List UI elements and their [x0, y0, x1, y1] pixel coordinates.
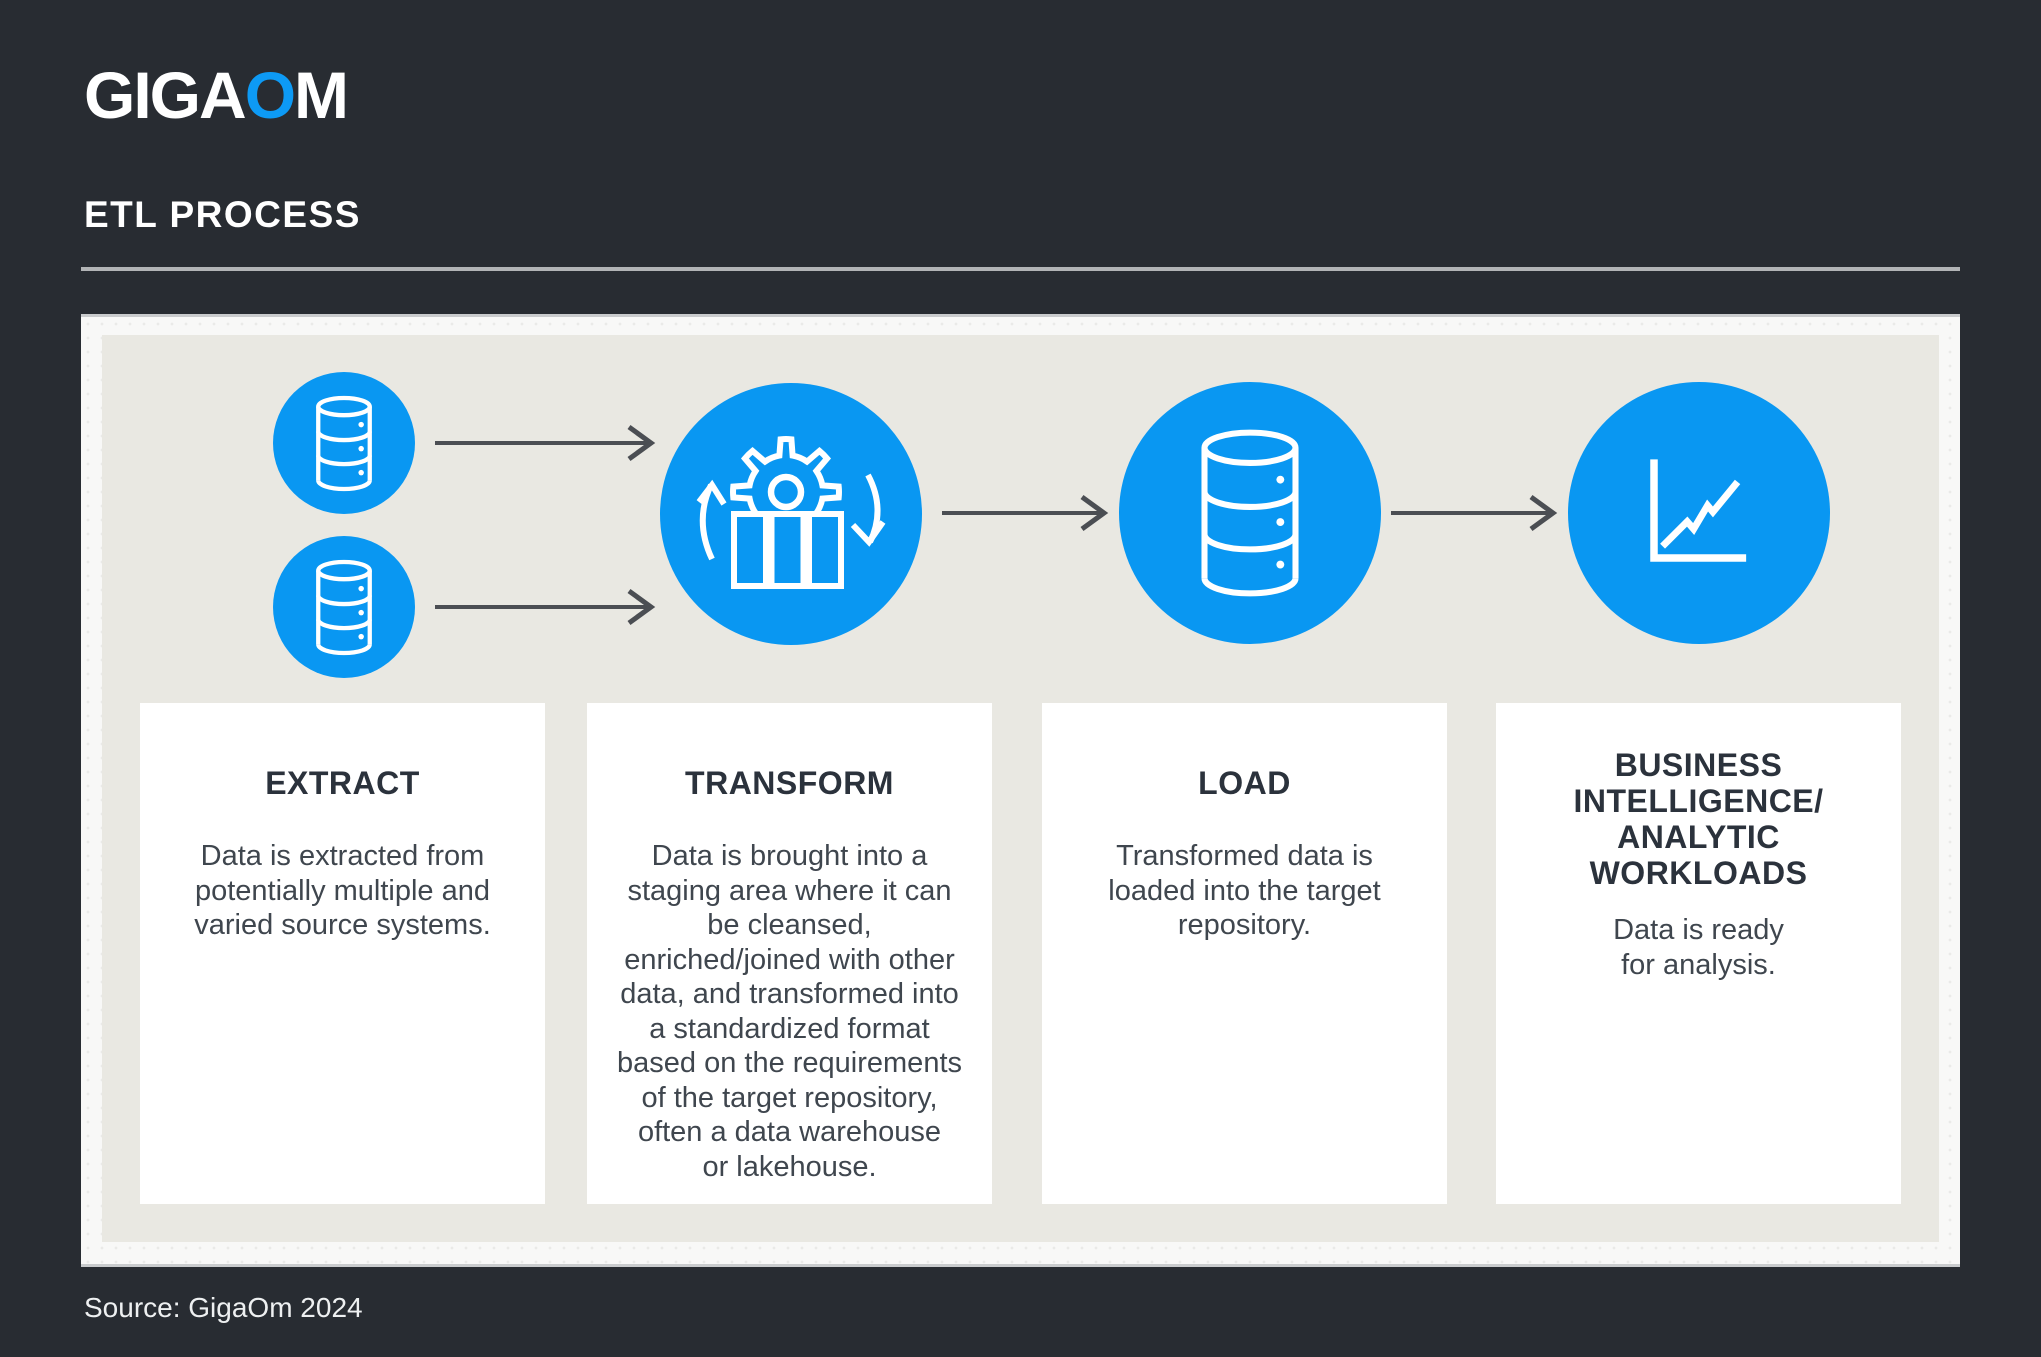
- extract-source-circle-1: [273, 372, 415, 514]
- flow-arrow-icon: [435, 588, 656, 626]
- database-icon: [316, 559, 372, 655]
- logo-text-giga: GIGA: [84, 58, 247, 132]
- card-title: EXTRACT: [265, 765, 420, 801]
- line-chart-icon: [1650, 459, 1747, 562]
- card-title: BUSINESS INTELLIGENCE/ ANALYTIC WORKLOAD…: [1573, 747, 1824, 891]
- card-description: Data is extracted from potentially multi…: [194, 840, 491, 941]
- flow-arrow-icon: [1391, 494, 1558, 532]
- process-cycle-gear-icon: [696, 436, 886, 589]
- title-divider: [81, 267, 1960, 271]
- source-note: Source: GigaOm 2024: [84, 1292, 363, 1323]
- logo-letter-o: O: [244, 58, 296, 132]
- card-description: Data is brought into a staging area wher…: [617, 840, 962, 1183]
- logo-text-m: M: [294, 58, 349, 132]
- flow-arrow-icon: [435, 424, 656, 462]
- card-transform: TRANSFORM Data is brought into a staging…: [587, 703, 992, 1204]
- transform-circle: [660, 383, 922, 645]
- bi-circle: [1568, 382, 1830, 644]
- card-description: Data is ready for analysis.: [1613, 914, 1784, 981]
- extract-source-circle-2: [273, 536, 415, 678]
- database-icon: [316, 395, 372, 491]
- flow-arrow-icon: [942, 494, 1109, 532]
- database-stack-icon: [1201, 429, 1299, 597]
- card-title: LOAD: [1198, 765, 1291, 801]
- page-title: ETL PROCESS: [84, 194, 361, 235]
- card-business-intelligence: BUSINESS INTELLIGENCE/ ANALYTIC WORKLOAD…: [1496, 703, 1901, 1204]
- card-extract: EXTRACT Data is extracted from potential…: [140, 703, 545, 1204]
- card-load: LOAD Transformed data is loaded into the…: [1042, 703, 1447, 1204]
- load-circle: [1119, 382, 1381, 644]
- diagram-frame: EXTRACT Data is extracted from potential…: [81, 314, 1960, 1267]
- card-title: TRANSFORM: [685, 765, 894, 801]
- card-description: Transformed data is loaded into the targ…: [1108, 840, 1381, 941]
- gigaom-logo: GIGAOM: [84, 62, 349, 128]
- diagram-canvas: EXTRACT Data is extracted from potential…: [102, 335, 1939, 1242]
